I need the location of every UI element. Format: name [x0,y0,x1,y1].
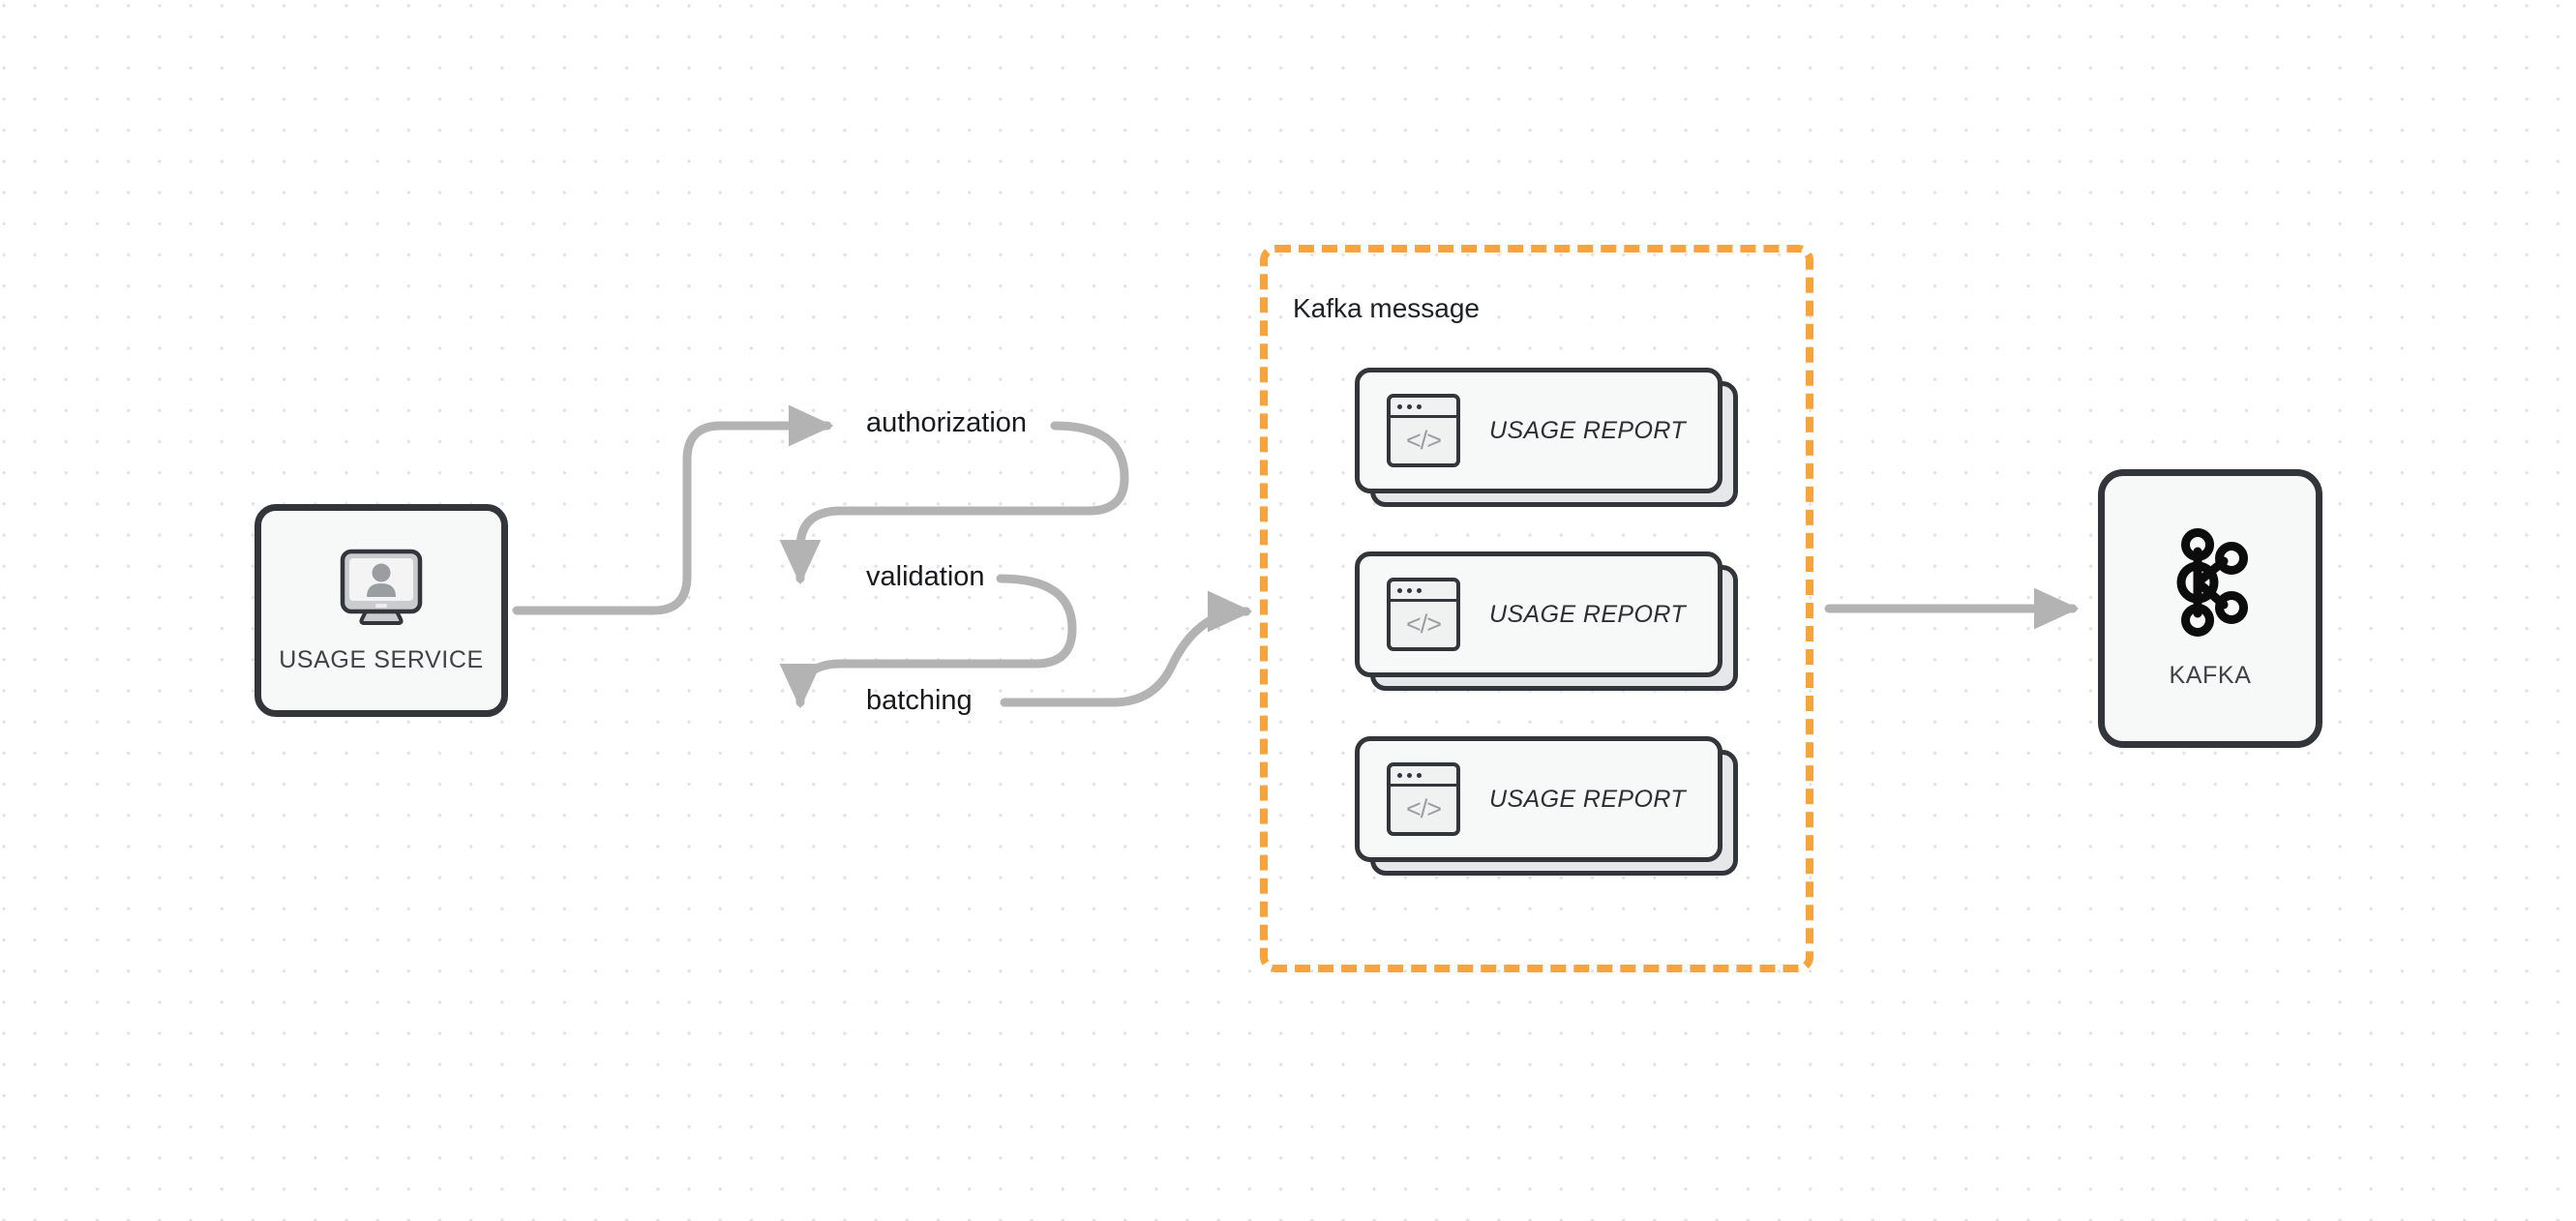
window-dot-icon [1407,403,1412,409]
node-usage-service-label: USAGE SERVICE [279,645,484,673]
code-window-icon: </> [1387,578,1460,651]
window-dot-icon [1417,587,1422,593]
node-kafka[interactable]: KAFKA [2098,469,2322,748]
window-dot-icon [1397,403,1402,409]
window-dot-icon [1407,587,1412,593]
card-front: </> USAGE REPORT [1355,551,1722,677]
code-window-titlebar [1391,398,1456,418]
window-dot-icon [1397,587,1402,593]
flow-label-validation: validation [866,561,985,592]
usage-report-card-label: USAGE REPORT [1489,600,1686,628]
window-dot-icon [1397,772,1402,778]
monitor-user-icon [340,549,423,625]
usage-report-card[interactable]: </> USAGE REPORT [1355,368,1738,507]
usage-report-card-label: USAGE REPORT [1489,785,1686,813]
flow-label-batching: batching [866,685,973,716]
connector-batching-to-kafka-message [1000,590,1253,707]
code-window-titlebar [1391,766,1456,787]
connector-validation-to-batching [779,574,1077,709]
usage-report-card[interactable]: </> USAGE REPORT [1355,551,1738,691]
card-front: </> USAGE REPORT [1355,736,1722,862]
code-brackets-icon: </> [1405,425,1442,455]
window-dot-icon [1407,772,1412,778]
code-window-titlebar [1391,581,1456,602]
flow-label-authorization: authorization [866,407,1028,438]
connector-authorization-to-validation [779,421,1129,585]
code-window-icon: </> [1387,762,1460,836]
node-kafka-label: KAFKA [2169,661,2252,689]
usage-report-card-label: USAGE REPORT [1489,416,1686,444]
kafka-logo-icon [2176,527,2248,637]
code-brackets-icon: </> [1405,609,1442,639]
connector-usage-service-to-authorization [512,404,834,615]
kafka-message-group [1260,245,1813,972]
code-window-icon: </> [1387,394,1460,467]
window-dot-icon [1417,772,1422,778]
kafka-message-group-title: Kafka message [1293,293,1480,323]
code-brackets-icon: </> [1405,793,1442,823]
window-dot-icon [1417,403,1422,409]
usage-report-card[interactable]: </> USAGE REPORT [1355,736,1738,876]
card-front: </> USAGE REPORT [1355,368,1722,493]
node-usage-service[interactable]: USAGE SERVICE [255,504,508,717]
